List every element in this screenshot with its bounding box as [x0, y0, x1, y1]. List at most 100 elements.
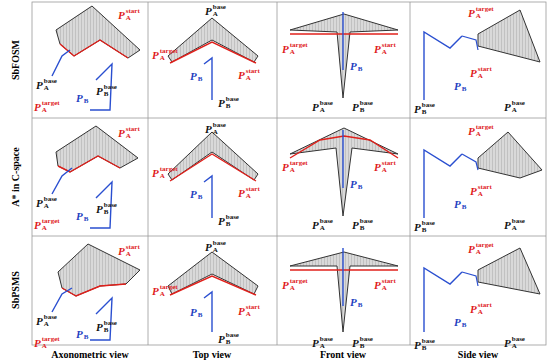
superscript: base — [213, 4, 226, 11]
point-label: PbaseB — [96, 84, 117, 98]
point-symbol: P — [152, 286, 159, 297]
point-label: PtargetA — [468, 6, 494, 20]
subscript: B — [226, 221, 239, 228]
point-symbol: P — [218, 216, 225, 227]
superscript: base — [104, 202, 117, 209]
point-label: PB — [190, 188, 202, 201]
point-symbol: P — [350, 61, 357, 72]
subscript: A — [476, 249, 494, 256]
point-label: PtargetA — [152, 284, 178, 298]
point-symbol: P — [504, 102, 511, 113]
subscript: A — [42, 225, 60, 232]
superscript: target — [42, 100, 60, 107]
index-stack: targetA — [160, 48, 178, 62]
point-symbol: P — [352, 220, 359, 231]
point-label: PstartA — [374, 278, 396, 292]
subscript: A — [512, 107, 525, 114]
index-stack: B — [84, 328, 89, 341]
index-stack: baseB — [360, 100, 373, 114]
point-label: PbaseB — [352, 218, 373, 232]
point-symbol: P — [282, 44, 289, 55]
point-symbol: P — [470, 304, 477, 315]
point-symbol: P — [190, 189, 197, 200]
subscript: A — [476, 13, 494, 20]
point-label: PstartA — [238, 186, 260, 200]
point-symbol: P — [218, 98, 225, 109]
point-symbol: P — [34, 220, 41, 231]
point-label: PstartA — [118, 244, 140, 258]
point-symbol: P — [76, 93, 83, 104]
superscript: start — [126, 126, 140, 133]
point-symbol: P — [152, 50, 159, 61]
index-stack: baseB — [104, 202, 117, 216]
point-label: PbaseA — [36, 78, 57, 92]
subscript: A — [476, 131, 494, 138]
subscript: A — [160, 173, 178, 180]
subscript: A — [126, 133, 140, 140]
subscript: A — [320, 107, 333, 114]
point-symbol: P — [118, 10, 125, 21]
index-stack: targetA — [42, 100, 60, 114]
index-stack: B — [462, 316, 467, 329]
subscript: A — [320, 343, 333, 350]
subscript: B — [360, 343, 373, 350]
point-label: PtargetA — [468, 124, 494, 138]
subscript: A — [512, 343, 525, 350]
point-symbol: P — [96, 322, 103, 333]
subscript: A — [42, 343, 60, 350]
point-label: PbaseB — [96, 202, 117, 216]
point-label: PbaseB — [414, 102, 435, 116]
column-label: Top view — [193, 349, 231, 360]
point-label: PbaseB — [414, 220, 435, 234]
column-label: Front view — [320, 349, 366, 360]
subscript: A — [382, 49, 396, 56]
superscript: target — [476, 242, 494, 249]
index-stack: targetA — [290, 278, 308, 292]
subscript: B — [198, 312, 203, 319]
point-label: PbaseA — [36, 314, 57, 328]
index-stack: startA — [478, 302, 492, 316]
point-symbol: P — [118, 246, 125, 257]
superscript: target — [42, 336, 60, 343]
point-symbol: P — [190, 71, 197, 82]
point-label: PbaseA — [504, 100, 525, 114]
index-stack: baseA — [512, 218, 525, 232]
subscript: B — [422, 345, 435, 352]
superscript: base — [320, 218, 333, 225]
index-stack: B — [358, 60, 363, 73]
subscript: A — [213, 11, 226, 18]
index-stack: baseA — [512, 100, 525, 114]
superscript: base — [422, 338, 435, 345]
point-symbol: P — [205, 124, 212, 135]
subscript: A — [44, 85, 57, 92]
point-symbol: P — [238, 70, 245, 81]
subscript: A — [246, 311, 260, 318]
point-symbol: P — [76, 211, 83, 222]
subscript: B — [358, 184, 363, 191]
point-symbol: P — [454, 199, 461, 210]
subscript: B — [462, 322, 467, 329]
point-label: PB — [350, 296, 362, 309]
point-label: PstartA — [470, 184, 492, 198]
superscript: start — [246, 304, 260, 311]
point-label: PbaseA — [504, 218, 525, 232]
point-label: PB — [350, 60, 362, 73]
point-label: PbaseA — [504, 336, 525, 350]
point-symbol: P — [374, 44, 381, 55]
subscript: A — [44, 321, 57, 328]
subscript: B — [422, 227, 435, 234]
subscript: A — [382, 285, 396, 292]
superscript: base — [422, 102, 435, 109]
subscript: B — [462, 204, 467, 211]
point-label: PbaseB — [96, 320, 117, 334]
subscript: A — [512, 225, 525, 232]
index-stack: baseA — [213, 122, 226, 136]
superscript: base — [213, 122, 226, 129]
point-symbol: P — [312, 338, 319, 349]
point-symbol: P — [205, 242, 212, 253]
point-label: PstartA — [374, 42, 396, 56]
index-stack: baseA — [320, 100, 333, 114]
point-label: PbaseA — [36, 196, 57, 210]
subscript: B — [104, 209, 117, 216]
point-label: PbaseB — [218, 332, 239, 346]
